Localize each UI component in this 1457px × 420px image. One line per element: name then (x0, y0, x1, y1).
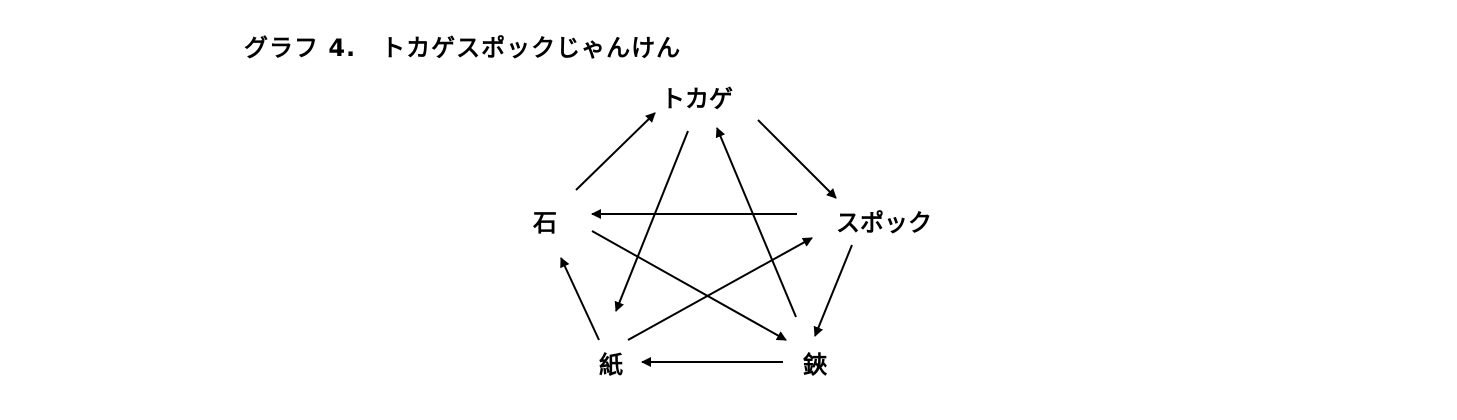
edges-layer (560, 112, 853, 367)
arrow-rock-to-scissors (591, 230, 787, 341)
arrow-paper-to-rock (560, 257, 600, 341)
arrow-spock-to-scissors (813, 244, 853, 337)
arrow-lizard-to-paper (614, 130, 689, 312)
arrow-scissors-to-lizard (715, 127, 797, 318)
arrow-paper-to-spock (627, 237, 813, 341)
diagram-title: グラフ 4. トカゲスポックじゃんけん (244, 34, 682, 62)
node-lizard: トカゲ (661, 85, 733, 113)
node-paper: 紙 (599, 351, 623, 379)
node-spock: スポック (836, 209, 932, 237)
arrow-rock-to-lizard (575, 112, 656, 191)
node-rock: 石 (532, 209, 557, 237)
node-scissors: 鋏 (803, 351, 828, 379)
arrow-lizard-to-spock (757, 119, 837, 199)
